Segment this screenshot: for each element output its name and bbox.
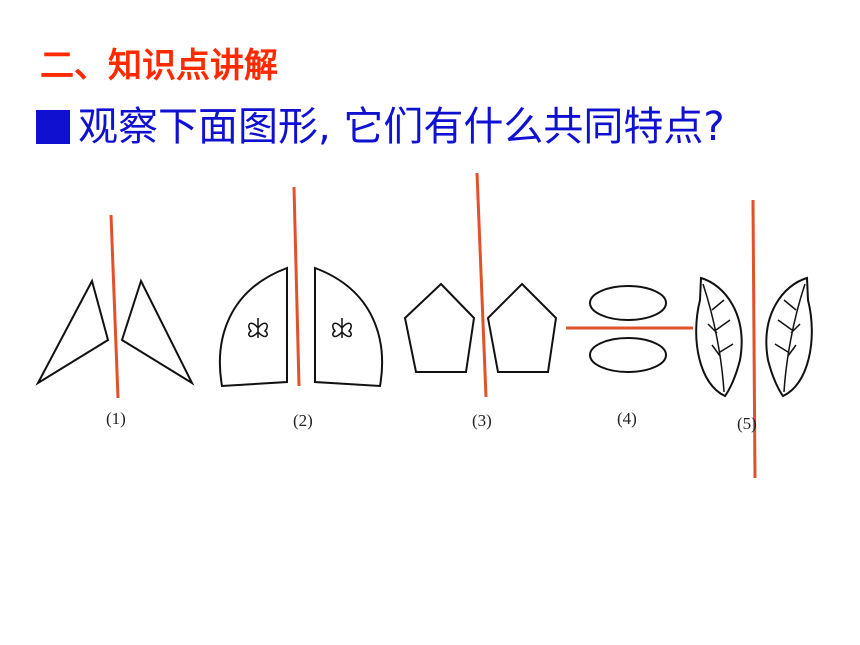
pentagon-left xyxy=(403,282,476,373)
lung-left xyxy=(218,266,288,388)
figure-label-5: (5) xyxy=(737,414,757,433)
figure-2-lungs xyxy=(218,186,384,388)
figure-label-1: (1) xyxy=(106,409,126,428)
lung-right xyxy=(314,266,384,388)
leaf-left xyxy=(695,276,743,398)
symmetry-axis-1 xyxy=(109,214,120,399)
square-bullet-icon xyxy=(36,110,70,144)
ellipse-bottom xyxy=(589,337,667,373)
figure-3-pentagons xyxy=(403,172,558,398)
triangle-right xyxy=(120,278,195,386)
pentagon-right xyxy=(486,282,558,373)
butterfly-icon xyxy=(248,318,268,338)
figure-label-4: (4) xyxy=(617,409,637,428)
figure-label-3: (3) xyxy=(472,411,492,430)
figure-1-triangles xyxy=(35,214,195,399)
figure-label-2: (2) xyxy=(293,411,313,430)
figure-5-leaves xyxy=(695,199,813,479)
triangle-left xyxy=(35,278,110,386)
ellipse-top xyxy=(589,285,667,321)
butterfly-icon xyxy=(332,318,352,338)
symmetry-axis-3 xyxy=(475,172,488,398)
symmetry-axis-2 xyxy=(292,186,301,387)
question-text: 观察下面图形, 它们有什么共同特点? xyxy=(78,104,725,150)
leaf-right xyxy=(765,276,813,398)
section-heading: 二、知识点讲解 xyxy=(40,46,278,86)
symmetry-axis-5 xyxy=(751,199,757,479)
figure-4-ellipses xyxy=(566,285,693,373)
question-line: 观察下面图形, 它们有什么共同特点? xyxy=(36,94,725,152)
leaf-right-vein xyxy=(774,283,806,393)
leaf-left-vein xyxy=(702,283,734,393)
